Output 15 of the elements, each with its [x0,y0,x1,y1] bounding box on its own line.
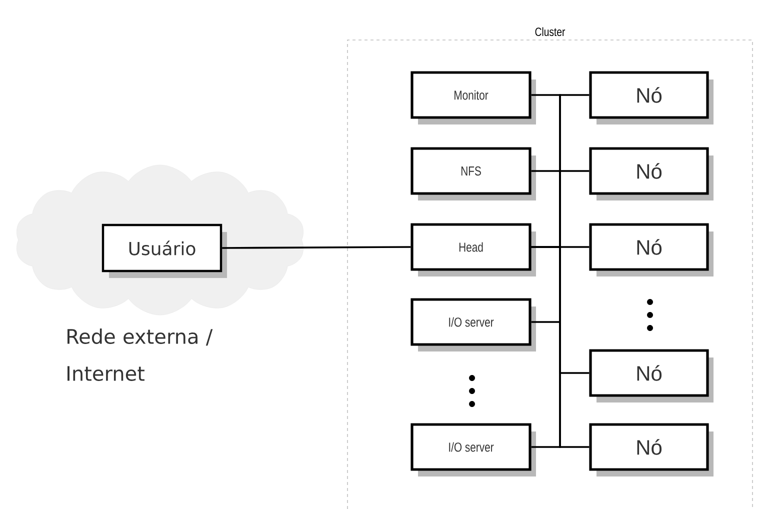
node-label: Cluster [535,27,566,36]
server-box: I/O server [410,298,536,352]
node-box: Nó [589,349,714,402]
server-box: Head [410,223,536,276]
node-box: Nó [589,71,714,124]
user-box: Usuário [102,224,227,278]
node-box: Nó [589,423,714,476]
connector-line [222,246,411,249]
node-box: Nó [589,147,714,200]
server-box: I/O server [410,423,536,476]
server-box: Monitor [410,71,536,124]
connector-line [531,246,590,448]
node-box: Nó [589,223,714,276]
server-box: NFS [410,147,536,200]
network-label: Rede externa / Internet [68,328,213,382]
